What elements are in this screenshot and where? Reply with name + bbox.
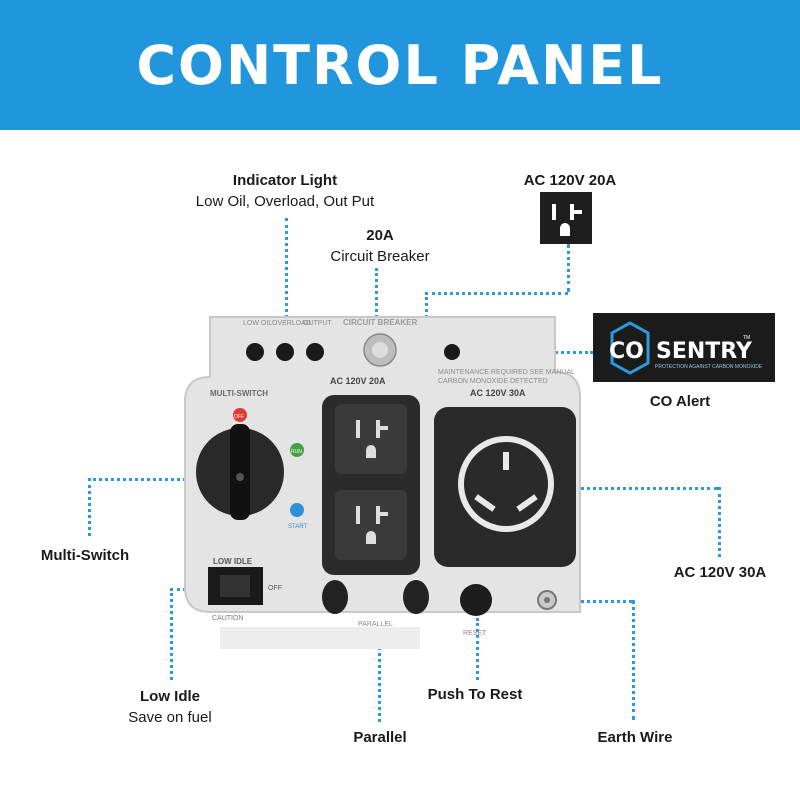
page-title: CONTROL PANEL	[136, 33, 664, 97]
multi-switch-label: Multi-Switch	[40, 547, 130, 564]
run-text: RUN	[291, 449, 302, 455]
parallel-label: Parallel	[353, 729, 407, 746]
ac20-panel-label: AC 120V 20A	[330, 376, 386, 386]
output-led	[306, 343, 324, 361]
leader-parallel-v	[378, 630, 381, 722]
control-panel: LOW OIL OVERLOAD OUTPUT CIRCUIT BREAKER …	[184, 316, 581, 649]
parallel-port-left[interactable]	[322, 580, 348, 614]
led-label-output: OUTPUT	[303, 320, 333, 327]
breaker-cap	[372, 342, 388, 358]
co-led-line2: CARBON MONOXIDE DETECTED	[438, 378, 548, 385]
push-to-reset-label: Push To Rest	[427, 686, 523, 703]
co-alert-led	[444, 344, 460, 360]
multi-switch-panel-label: MULTI-SWITCH	[210, 389, 268, 398]
outlet-20a-icon	[540, 192, 592, 244]
rocker-switch-icon	[220, 575, 250, 597]
leader-indicator-v	[285, 218, 288, 318]
header-banner: CONTROL PANEL	[0, 0, 800, 130]
indicator-light-label: Indicator Light Low Oil, Overload, Out P…	[195, 172, 375, 210]
svg-text:TM: TM	[743, 335, 750, 341]
parallel-port-right[interactable]	[403, 580, 429, 614]
reset-panel-text: RESET	[463, 630, 487, 637]
leader-ac20-v	[567, 244, 570, 292]
breaker-label: CIRCUIT BREAKER	[343, 318, 417, 327]
svg-text:PROTECTION AGAINST CARBON MONO: PROTECTION AGAINST CARBON MONOXIDE	[655, 364, 763, 370]
led-label-overload: OVERLOAD	[272, 320, 311, 327]
leader-idle-v	[170, 588, 173, 680]
parallel-panel-text: PARALLEL	[358, 621, 393, 628]
leader-multi-h	[88, 478, 198, 481]
svg-text:SENTRY: SENTRY	[656, 339, 753, 364]
leader-earth-v	[632, 600, 635, 720]
leader-multi-v	[88, 478, 91, 536]
ac-20a-label: AC 120V 20A	[523, 172, 617, 189]
low-idle-panel-label: LOW IDLE	[213, 557, 253, 566]
ac-30a-label: AC 120V 30A	[673, 564, 767, 581]
off-text: OFF	[234, 414, 244, 420]
low-oil-led	[246, 343, 264, 361]
reset-button[interactable]	[460, 584, 492, 616]
leader-breaker-v	[375, 268, 378, 330]
low-idle-off-text: OFF	[268, 585, 282, 592]
led-label-low-oil: LOW OIL	[243, 320, 272, 327]
leader-ac30-h	[580, 487, 718, 490]
knob-grip	[230, 424, 250, 520]
off-indicator	[233, 408, 247, 422]
caution-text: CAUTION	[212, 615, 244, 622]
start-text: START	[288, 524, 307, 530]
co-led-line1: MAINTENANCE REQUIRED SEE MANUAL	[438, 369, 575, 376]
start-indicator	[290, 503, 304, 517]
leader-earth-h	[550, 600, 632, 603]
knob-indicator-icon	[236, 473, 244, 481]
overload-led	[276, 343, 294, 361]
circuit-breaker-label: 20A Circuit Breaker	[330, 227, 430, 265]
outlet-20a-bottom[interactable]	[335, 490, 407, 560]
leader-ac30-v	[718, 487, 721, 557]
ac30-panel-label: AC 120V 30A	[470, 388, 526, 398]
low-idle-label: Low Idle Save on fuel	[128, 688, 212, 726]
svg-text:CO: CO	[609, 339, 644, 364]
outlet-20a-top[interactable]	[335, 404, 407, 474]
leader-reset-v	[476, 618, 479, 680]
co-alert-label: CO Alert	[649, 393, 711, 410]
run-indicator	[290, 443, 304, 457]
earth-wire-label: Earth Wire	[597, 729, 673, 746]
co-sentry-logo: CO SENTRY TM PROTECTION AGAINST CARBON M…	[593, 313, 775, 382]
leader-ac20-h	[425, 292, 568, 295]
